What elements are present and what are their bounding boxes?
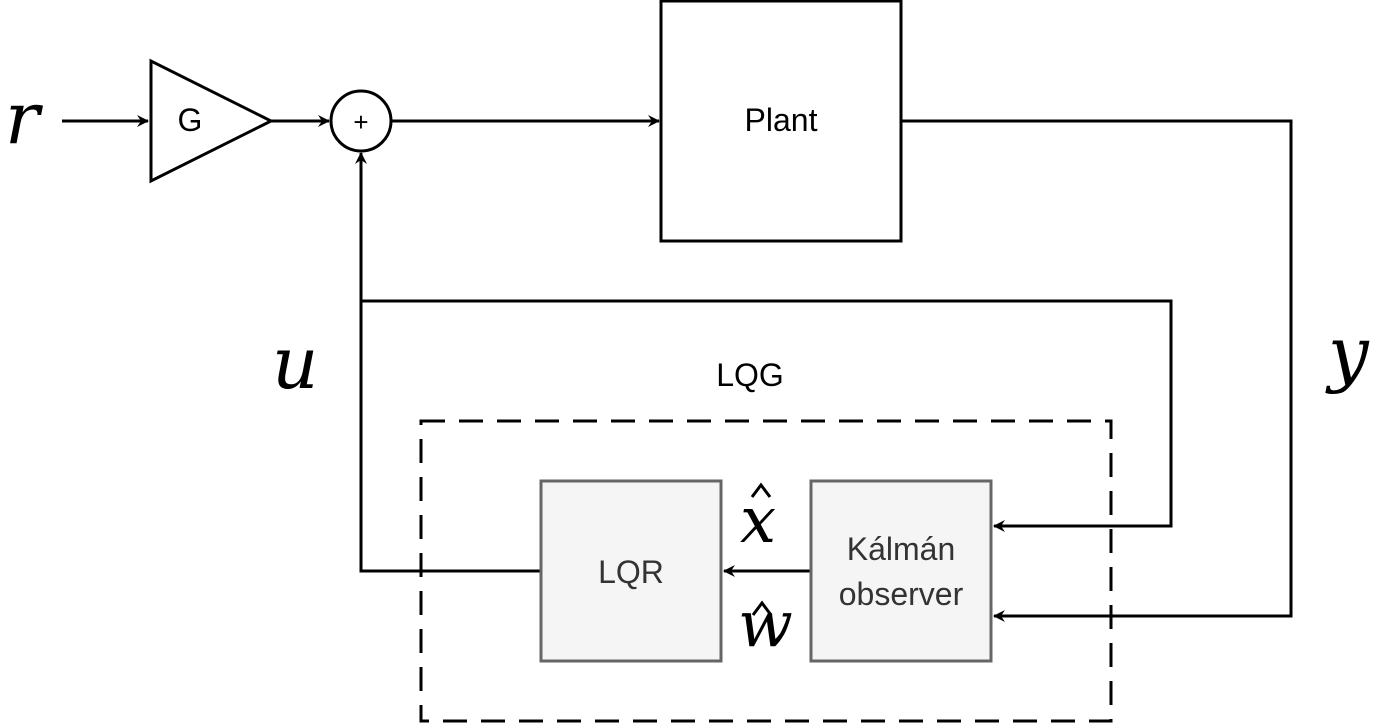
lqr-label: LQR xyxy=(598,554,664,590)
arrow-lqr-to-sum xyxy=(355,152,541,573)
disturbance-estimate-label: w xyxy=(738,588,793,662)
lqg-dashed-boundary xyxy=(419,419,1113,723)
output-signal-label: y xyxy=(1325,311,1370,395)
gain-label: G xyxy=(178,102,203,138)
arrow-control-to-observer xyxy=(361,299,1173,532)
control-signal-label: u xyxy=(272,321,318,405)
reference-signal-label: r xyxy=(5,76,43,160)
plant-label: Plant xyxy=(745,102,818,138)
observer-label-line2: observer xyxy=(839,576,964,612)
disturbance-estimate-hat xyxy=(751,600,773,616)
arrow-plant-output-to-observer xyxy=(901,119,1293,622)
kalman-observer-block[interactable] xyxy=(809,479,993,663)
sum-symbol: + xyxy=(353,107,368,137)
lqr-block[interactable] xyxy=(539,479,723,663)
lqg-group-label: LQG xyxy=(716,357,784,393)
state-estimate-hat xyxy=(750,482,772,498)
observer-label-line1: Kálmán xyxy=(847,531,956,567)
state-estimate-label: x xyxy=(740,484,776,558)
plant-block[interactable] xyxy=(659,0,903,243)
gain-block[interactable] xyxy=(149,58,275,184)
